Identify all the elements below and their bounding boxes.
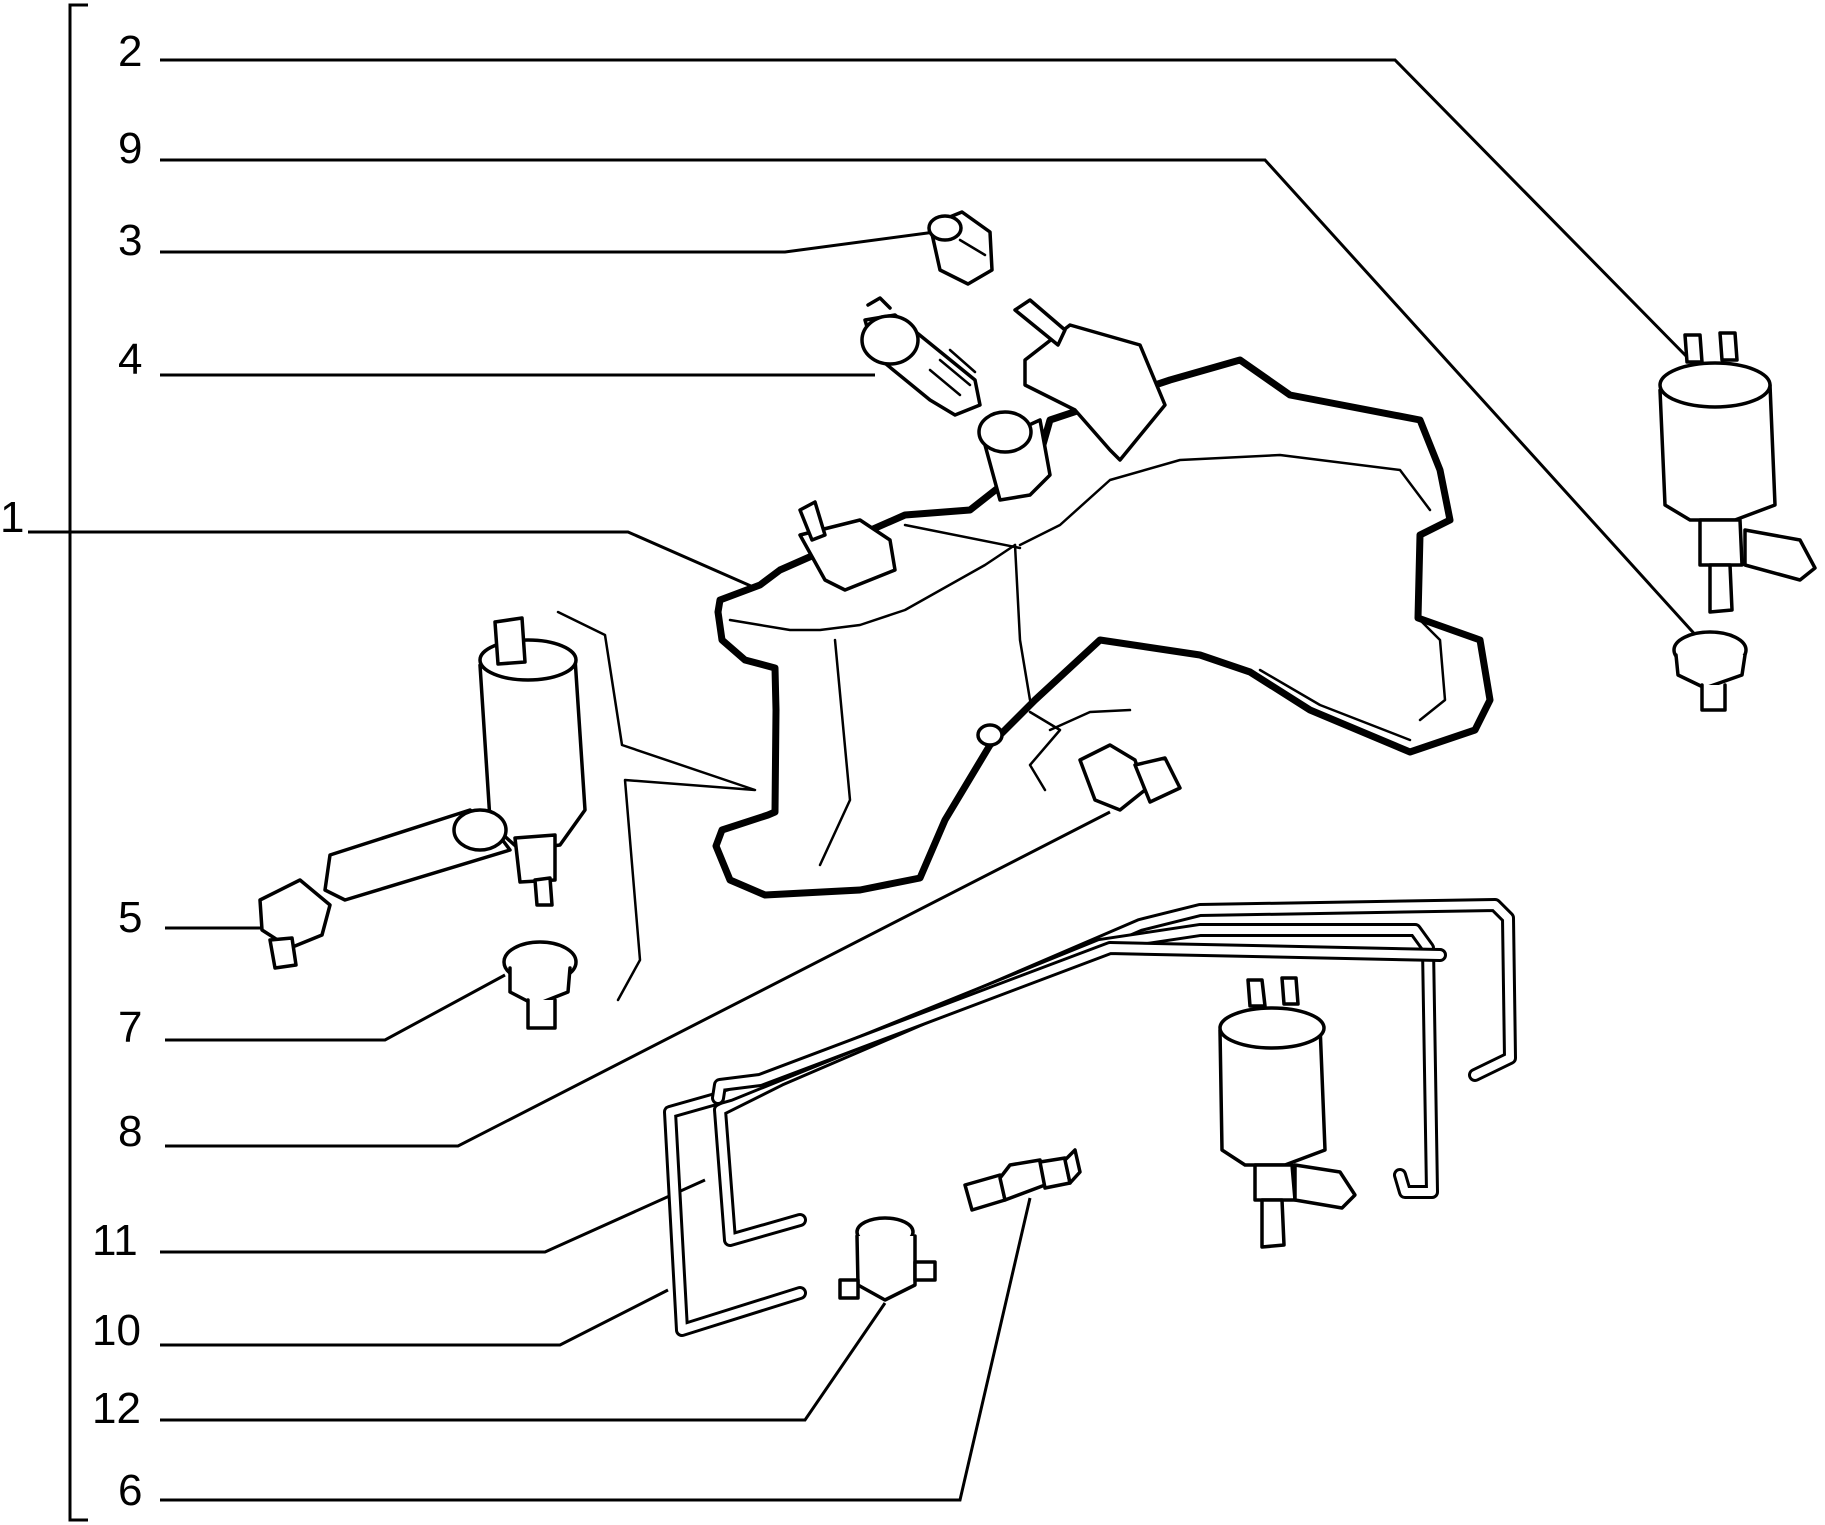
washer-hoses-parts-10-11 bbox=[663, 898, 1517, 1337]
leader-8 bbox=[165, 810, 1111, 1148]
grommet-part-7 bbox=[502, 940, 578, 1030]
callout-label-9: 9 bbox=[118, 124, 142, 173]
callout-label-12: 12 bbox=[92, 1384, 141, 1433]
callout-label-11: 11 bbox=[92, 1216, 138, 1265]
leader-3 bbox=[160, 230, 936, 254]
callout-label-8: 8 bbox=[118, 1107, 142, 1156]
washer-pump-left bbox=[478, 616, 587, 907]
callout-label-1: 1 bbox=[0, 493, 24, 542]
callout-label-2: 2 bbox=[118, 27, 142, 76]
leader-10 bbox=[160, 1288, 669, 1347]
washer-pump-rear bbox=[1218, 976, 1357, 1249]
grommet-part-9 bbox=[1672, 630, 1748, 712]
leader-1 bbox=[28, 530, 761, 592]
callout-label-10: 10 bbox=[92, 1306, 141, 1355]
leader-9 bbox=[160, 158, 1702, 642]
leader-11 bbox=[160, 1178, 706, 1254]
leader-12 bbox=[160, 1302, 887, 1422]
group-bracket bbox=[68, 3, 88, 1522]
exploded-guide-left bbox=[556, 610, 757, 1002]
leader-7 bbox=[165, 973, 506, 1042]
level-sensor-part-4 bbox=[860, 296, 982, 417]
callout-label-3: 3 bbox=[118, 216, 142, 265]
callout-label-5: 5 bbox=[118, 893, 142, 942]
hose-connector-part-8 bbox=[1028, 708, 1182, 812]
callout-label-7: 7 bbox=[118, 1003, 142, 1052]
callout-label-4: 4 bbox=[118, 335, 142, 384]
leader-lines bbox=[28, 58, 1702, 1502]
leader-2 bbox=[160, 58, 1692, 362]
washer-pump-part-2 bbox=[1658, 331, 1817, 614]
callout-label-6: 6 bbox=[118, 1466, 142, 1515]
hose-union-part-12 bbox=[838, 1216, 937, 1302]
pump-hose-part-5 bbox=[258, 808, 512, 970]
leader-6 bbox=[160, 1197, 1032, 1502]
washer-reservoir bbox=[712, 298, 1494, 899]
inline-fitting-part-6 bbox=[963, 1148, 1082, 1212]
filler-cap-part-3 bbox=[927, 210, 994, 286]
